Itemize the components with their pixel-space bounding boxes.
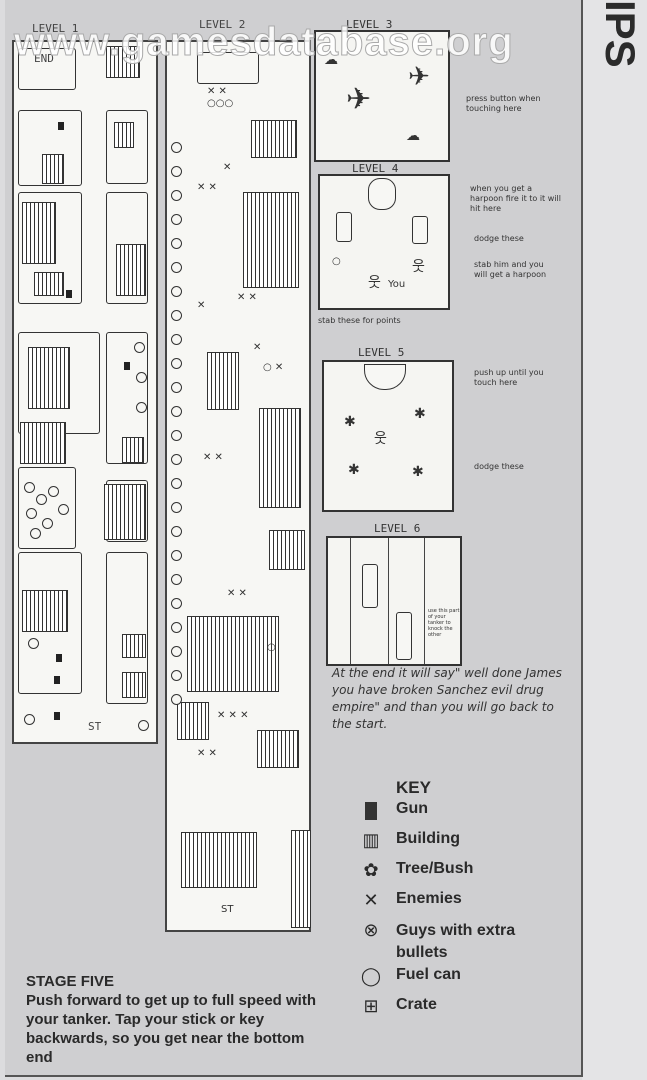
map-key: KEY Gun ▥ Building ✿ Tree/Bush ✕ Enemies… (352, 778, 572, 1024)
building-icon: ▥ (362, 830, 380, 850)
level3-note: press button when touching here (466, 94, 541, 113)
key-row-building: ▥ Building (352, 828, 572, 858)
page-edge (582, 0, 647, 1080)
gun-icon (360, 800, 382, 822)
level5-note2: dodge these (474, 462, 524, 471)
level1-end-label: END (34, 52, 54, 65)
level4-panel: LEVEL 4 웃 웃 You ○ (318, 162, 450, 310)
level6-note: use this part of your tanker to knock th… (428, 608, 460, 638)
key-row-crate: ⊞ Crate (352, 994, 572, 1024)
key-row-fuel: ◯ Fuel can (360, 966, 461, 986)
level2-map: LEVEL 2 ✕ ✕ ✕ ✕ ✕ ✕ ✕ ✕ ✕ ○ ✕ ✕ ✕ ✕ ✕ ✕ … (165, 18, 311, 932)
key-row-gun: Gun (352, 798, 572, 828)
stage-five-text: STAGE FIVE Push forward to get up to ful… (26, 972, 326, 1067)
key-row-tree: ✿ Tree/Bush (352, 858, 572, 888)
level4-note2: dodge these (474, 234, 524, 243)
level3-panel: LEVEL 3 ☁ ✈ ✈ ☁ (314, 18, 450, 162)
level4-note3: stab him and you will get a harpoon (474, 260, 547, 279)
level5-panel: LEVEL 5 웃 ✱ ✱ ✱ ✱ (322, 346, 454, 512)
enemy-x-icon: ✕ (363, 890, 379, 910)
crate-icon: ⊞ (363, 996, 379, 1016)
level6-panel: LEVEL 6 use this part of your tanker to … (326, 522, 462, 666)
ending-note: At the end it will say" well done James … (332, 666, 562, 731)
key-row-enemies: ✕ Enemies (352, 888, 572, 918)
fuel-can-icon: ◯ (360, 966, 382, 986)
stage-body: Push forward to get up to full speed wit… (26, 992, 316, 1066)
side-title: IPS (597, 0, 644, 68)
level1-label: LEVEL 1 (32, 22, 79, 35)
level4-you: You (388, 279, 406, 290)
level1-map: LEVEL 1 END ST (12, 22, 158, 744)
stage-heading: STAGE FIVE (26, 973, 115, 990)
key-row-bullets: ⊗ Guys with extra bullets (352, 918, 572, 964)
tree-bush-icon: ✿ (363, 860, 379, 880)
level5-note1: push up until you touch here (474, 368, 544, 387)
level2-label: LEVEL 2 (199, 18, 246, 31)
guy-bullets-icon: ⊗ (363, 920, 379, 940)
level4-note1: when you get a harpoon fire it to it wil… (470, 184, 561, 213)
level4-note4: stab these for points (318, 316, 401, 325)
level1-start-label: ST (88, 720, 102, 733)
watermark: www.gamesdatabase.org (14, 20, 514, 65)
key-title: KEY (396, 778, 431, 797)
